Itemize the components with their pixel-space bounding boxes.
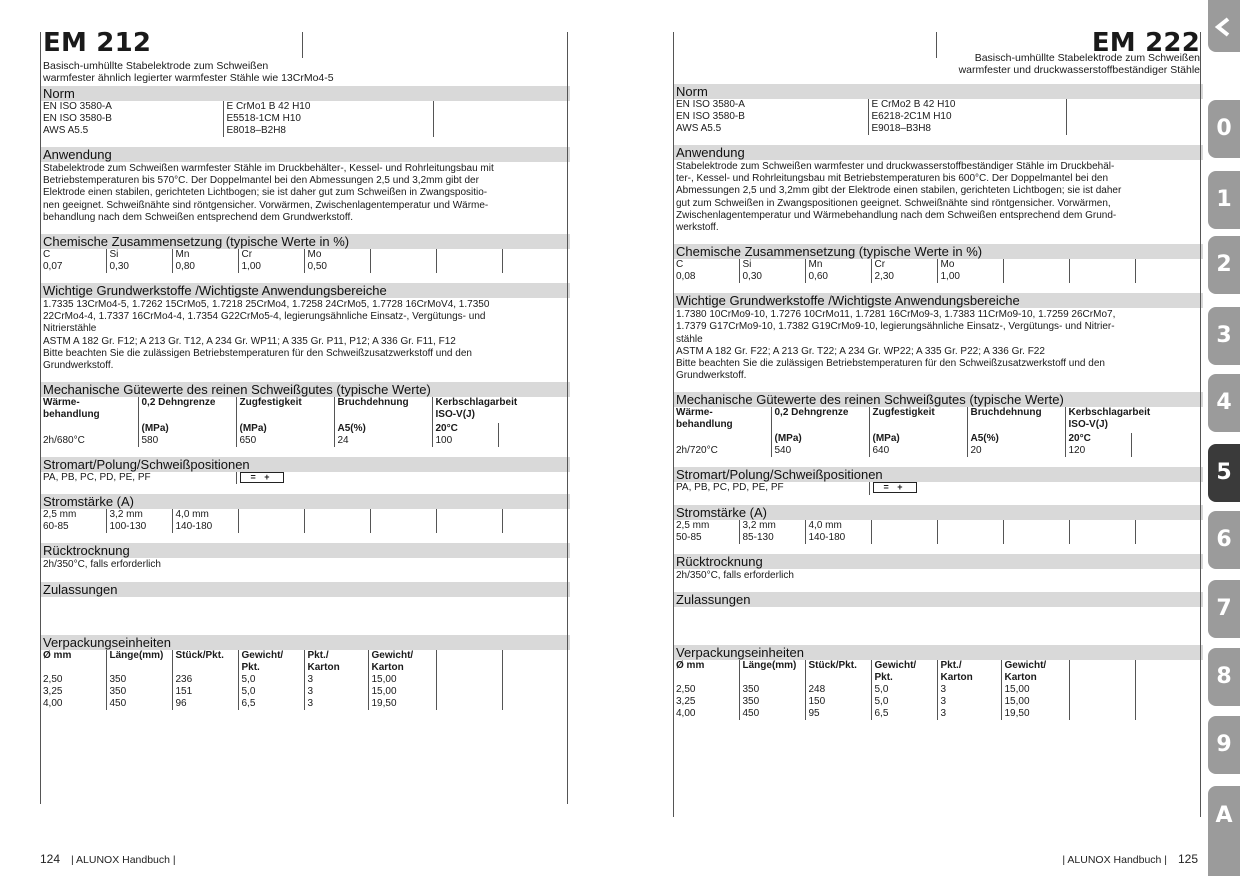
ruecktrocknung-section: Rücktrocknung 2h/350°C, falls erforderli… bbox=[673, 553, 1203, 582]
back-arrow-icon bbox=[1214, 17, 1230, 37]
ruecktrocknung-text: 2h/350°C, falls erforderlich bbox=[676, 569, 794, 581]
anwendung-text: Stabelektrode zum Schweißen warmfester S… bbox=[43, 163, 494, 223]
section-heading: Zulassungen bbox=[40, 581, 570, 597]
chemie-section: Chemische Zusammensetzung (typische Wert… bbox=[40, 234, 570, 274]
chapter-tab-1[interactable]: 1 bbox=[1208, 171, 1240, 229]
section-heading: Rücktrocknung bbox=[673, 553, 1203, 569]
product-page-right: EM 222 Basisch-umhüllte Stabelektrode zu… bbox=[673, 28, 1204, 720]
chemie-section: Chemische Zusammensetzung (typische Wert… bbox=[673, 244, 1203, 284]
section-heading: Verpackungseinheiten bbox=[673, 644, 1203, 660]
section-heading: Chemische Zusammensetzung (typische Wert… bbox=[40, 234, 570, 250]
chapter-tab-a[interactable]: A bbox=[1208, 786, 1240, 876]
section-heading: Chemische Zusammensetzung (typische Wert… bbox=[673, 244, 1203, 260]
stromart-section: Stromart/Polung/Schweißpositionen PA, PB… bbox=[40, 457, 570, 485]
chapter-tab-9[interactable]: 9 bbox=[1208, 716, 1240, 774]
chapter-tab-4[interactable]: 4 bbox=[1208, 374, 1240, 432]
polarity-symbol-icon: = + bbox=[872, 482, 917, 494]
product-header: EM 212 Basisch-umhüllte Stabelektrode zu… bbox=[40, 28, 570, 86]
chapter-tab-6[interactable]: 6 bbox=[1208, 511, 1240, 569]
anwendung-section: Anwendung Stabelektrode zum Schweißen wa… bbox=[40, 147, 570, 224]
section-heading: Stromstärke (A) bbox=[673, 504, 1203, 520]
section-heading: Stromstärke (A) bbox=[40, 494, 570, 510]
zulassungen-section: Zulassungen bbox=[673, 591, 1203, 635]
chapter-tab-5-active[interactable]: 5 bbox=[1208, 444, 1240, 502]
polarity-symbol-icon: = + bbox=[239, 472, 284, 484]
page-border-right bbox=[567, 32, 568, 804]
header-divider bbox=[936, 32, 937, 58]
footer-right: | ALUNOX Handbuch | 125 bbox=[1062, 852, 1198, 866]
stromart-table: PA, PB, PC, PD, PE, PF= + bbox=[673, 482, 1203, 495]
section-heading: Norm bbox=[673, 84, 1203, 99]
ruecktrocknung-section: Rücktrocknung 2h/350°C, falls erforderli… bbox=[40, 543, 570, 571]
product-title: EM 212 bbox=[43, 28, 152, 58]
page-number: 124 bbox=[40, 852, 61, 866]
section-heading: Zulassungen bbox=[673, 591, 1203, 607]
ruecktrocknung-text: 2h/350°C, falls erforderlich bbox=[43, 559, 161, 571]
footer-text: | ALUNOX Handbuch | bbox=[70, 854, 176, 866]
header-divider bbox=[302, 32, 303, 58]
chapter-tab-7[interactable]: 7 bbox=[1208, 580, 1240, 638]
section-heading: Anwendung bbox=[673, 145, 1203, 160]
page-border-right bbox=[1200, 32, 1201, 817]
grundwerkstoffe-text: 1.7380 10CrMo9-10, 1.7276 10CrMo11, 1.72… bbox=[676, 309, 1116, 382]
footer-text: | ALUNOX Handbuch | bbox=[1062, 854, 1168, 866]
zulassungen-section: Zulassungen bbox=[40, 581, 570, 625]
product-title: EM 222 bbox=[1091, 28, 1200, 58]
grundwerkstoffe-section: Wichtige Grundwerkstoffe /Wichtigste Anw… bbox=[40, 283, 570, 372]
mechanik-section: Mechanische Gütewerte des reinen Schweiß… bbox=[673, 392, 1204, 458]
anwendung-text: Stabelektrode zum Schweißen warmfester u… bbox=[676, 161, 1122, 234]
section-heading: Rücktrocknung bbox=[40, 543, 570, 559]
stromart-section: Stromart/Polung/Schweißpositionen PA, PB… bbox=[673, 467, 1203, 495]
section-heading: Anwendung bbox=[40, 147, 570, 162]
product-subtitle: Basisch-umhüllte Stabelektrode zum Schwe… bbox=[43, 60, 334, 84]
footer-left: 124 | ALUNOX Handbuch | bbox=[40, 852, 176, 866]
product-subtitle: Basisch-umhüllte Stabelektrode zum Schwe… bbox=[958, 52, 1200, 76]
section-heading: Mechanische Gütewerte des reinen Schweiß… bbox=[40, 382, 570, 398]
grundwerkstoffe-text: 1.7335 13CrMo4-5, 1.7262 15CrMo5, 1.7218… bbox=[43, 299, 490, 372]
product-page-left: EM 212 Basisch-umhüllte Stabelektrode zu… bbox=[40, 28, 571, 710]
grundwerkstoffe-section: Wichtige Grundwerkstoffe /Wichtigste Anw… bbox=[673, 293, 1203, 382]
section-heading: Wichtige Grundwerkstoffe /Wichtigste Anw… bbox=[673, 293, 1203, 309]
page-border-left bbox=[673, 32, 674, 817]
section-heading: Stromart/Polung/Schweißpositionen bbox=[673, 467, 1203, 483]
section-heading: Norm bbox=[40, 86, 570, 101]
section-heading: Stromart/Polung/Schweißpositionen bbox=[40, 457, 570, 473]
chapter-tab-2[interactable]: 2 bbox=[1208, 236, 1240, 294]
stromart-table: PA, PB, PC, PD, PE, PF= + bbox=[40, 472, 570, 485]
back-arrow-tab[interactable] bbox=[1208, 0, 1240, 52]
anwendung-section: Anwendung Stabelektrode zum Schweißen wa… bbox=[673, 145, 1203, 234]
page-border-left bbox=[40, 32, 41, 804]
chapter-tabs: 0 1 2 3 4 5 6 7 8 9 A bbox=[1208, 0, 1240, 876]
page-number: 125 bbox=[1177, 852, 1198, 866]
chapter-tab-3[interactable]: 3 bbox=[1208, 307, 1240, 365]
chapter-tab-0[interactable]: 0 bbox=[1208, 100, 1240, 158]
section-heading: Mechanische Gütewerte des reinen Schweiß… bbox=[673, 392, 1203, 408]
section-heading: Wichtige Grundwerkstoffe /Wichtigste Anw… bbox=[40, 283, 570, 299]
mechanik-section: Mechanische Gütewerte des reinen Schweiß… bbox=[40, 382, 571, 448]
product-header: EM 222 Basisch-umhüllte Stabelektrode zu… bbox=[673, 28, 1203, 84]
section-heading: Verpackungseinheiten bbox=[40, 634, 570, 650]
chapter-tab-8[interactable]: 8 bbox=[1208, 648, 1240, 706]
